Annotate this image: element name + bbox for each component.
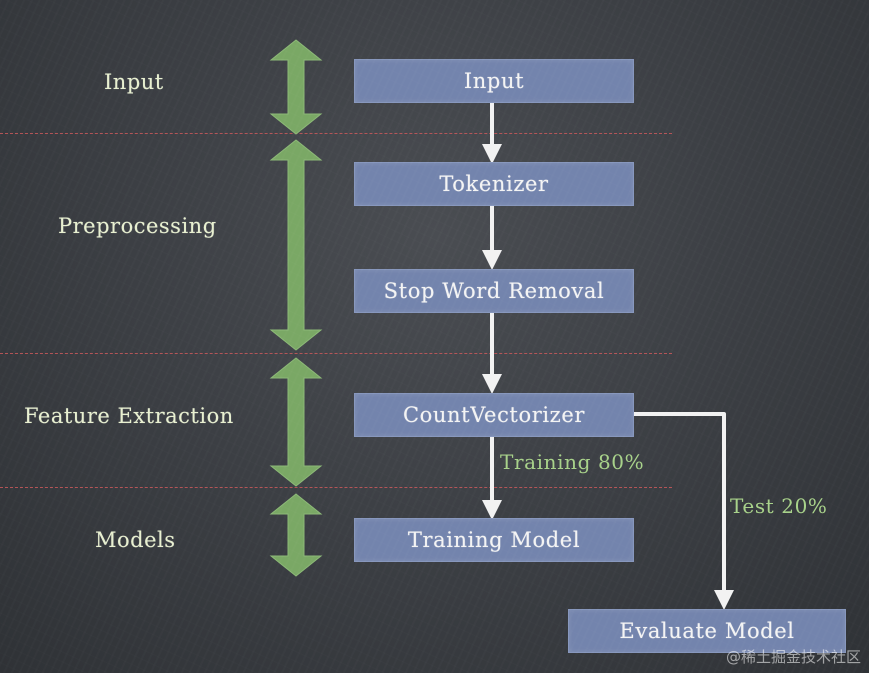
flow-arrow-vectorizer-evaluate [630, 412, 734, 610]
stage-label-feature-extraction: Feature Extraction [24, 404, 234, 428]
stage-divider [0, 133, 672, 134]
stage-label-preprocessing: Preprocessing [58, 214, 217, 238]
stage-span-arrow-models [269, 493, 323, 577]
watermark: @稀土掘金技术社区 [725, 648, 861, 666]
node-training-model: Training Model [354, 518, 634, 562]
node-count-vectorizer: CountVectorizer [354, 393, 634, 437]
node-evaluate-model: Evaluate Model [568, 609, 846, 653]
stage-label-input: Input [104, 70, 164, 94]
stage-label-models: Models [95, 528, 176, 552]
stage-divider [0, 353, 672, 354]
stage-span-arrow-preprocessing [269, 139, 323, 351]
stage-span-arrow-input [269, 39, 323, 135]
node-stop-word-removal: Stop Word Removal [354, 269, 634, 313]
edge-label-training: Training 80% [500, 450, 645, 474]
node-tokenizer: Tokenizer [354, 162, 634, 206]
node-input: Input [354, 59, 634, 103]
edge-label-test: Test 20% [730, 494, 828, 518]
stage-span-arrow-feature-extraction [269, 357, 323, 487]
stage-divider [0, 487, 672, 488]
